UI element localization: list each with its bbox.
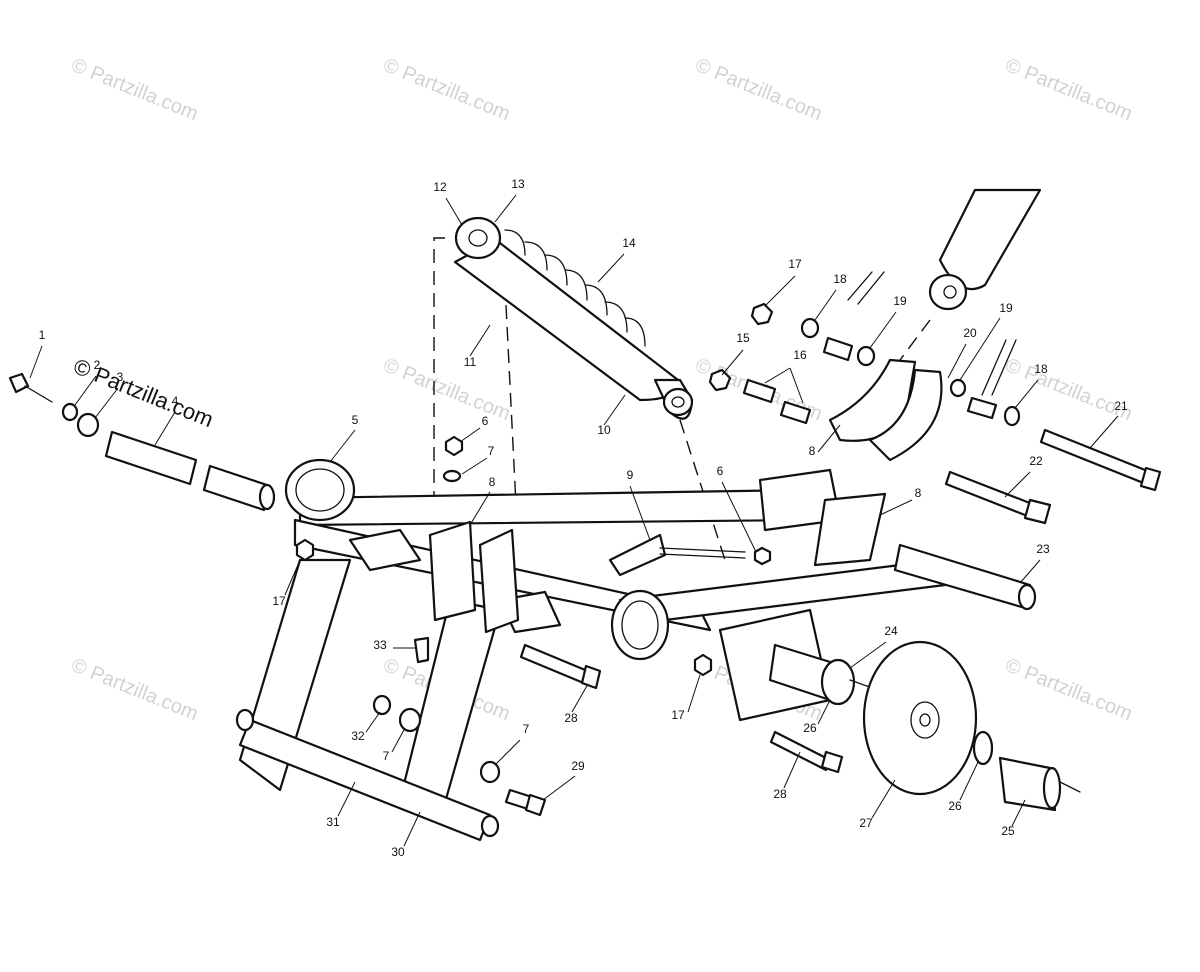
callout-label-18: 18 bbox=[833, 272, 847, 286]
callout-label-26: 26 bbox=[948, 799, 962, 813]
eyebolt bbox=[608, 533, 746, 577]
callout-label-25: 25 bbox=[1001, 824, 1015, 838]
callout-label-21: 21 bbox=[1114, 399, 1128, 413]
front-arms bbox=[235, 558, 502, 842]
callout-label-10: 10 bbox=[597, 423, 611, 437]
watermark-text: © Partzilla.com bbox=[1002, 354, 1135, 425]
callout-label-17: 17 bbox=[788, 257, 802, 271]
callout-label-19: 19 bbox=[893, 294, 907, 308]
crossbar-tube bbox=[893, 543, 1037, 611]
watermark-text: © Partzilla.com bbox=[1002, 654, 1135, 725]
callout-label-6: 6 bbox=[717, 464, 724, 478]
callout-label-22: 22 bbox=[1029, 454, 1043, 468]
callout-label-7: 7 bbox=[523, 722, 530, 736]
callout-label-14: 14 bbox=[622, 236, 636, 250]
callout-label-7: 7 bbox=[488, 444, 495, 458]
callout-label-15: 15 bbox=[736, 331, 750, 345]
callout-label-9: 9 bbox=[627, 468, 634, 482]
bushings-and-nuts bbox=[708, 302, 1021, 427]
callout-label-2: 2 bbox=[94, 358, 101, 372]
callout-label-6: 6 bbox=[482, 414, 489, 428]
callout-label-12: 12 bbox=[433, 180, 447, 194]
callout-label-7: 7 bbox=[383, 749, 390, 763]
upper-brackets bbox=[828, 358, 943, 462]
callout-label-1: 1 bbox=[39, 328, 46, 342]
callout-label-11: 11 bbox=[464, 355, 477, 369]
callout-label-3: 3 bbox=[117, 370, 124, 384]
watermark-text: © Partzilla.com bbox=[380, 354, 513, 425]
small-hardware bbox=[295, 435, 772, 817]
callout-label-23: 23 bbox=[1036, 542, 1050, 556]
watermark-layer: © Partzilla.com © Partzilla.com © Partzi… bbox=[68, 54, 1135, 725]
shock-absorber bbox=[453, 216, 694, 420]
watermark-text: © Partzilla.com bbox=[692, 54, 825, 125]
callout-label-8: 8 bbox=[809, 444, 816, 458]
callout-label-18: 18 bbox=[1034, 362, 1048, 376]
callout-label-17: 17 bbox=[272, 594, 286, 608]
callout-label-28: 28 bbox=[773, 787, 787, 801]
watermark-text: © Partzilla.com bbox=[68, 654, 201, 725]
watermark-text: © Partzilla.com bbox=[380, 54, 513, 125]
left-axle-hardware bbox=[8, 372, 276, 512]
callout-label-27: 27 bbox=[859, 816, 873, 830]
callout-label-5: 5 bbox=[352, 413, 359, 427]
watermark-text: © Partzilla.com bbox=[68, 54, 201, 125]
callout-label-26: 26 bbox=[803, 721, 817, 735]
callout-label-30: 30 bbox=[391, 845, 405, 859]
callout-label-32: 32 bbox=[351, 729, 365, 743]
long-bolts bbox=[944, 428, 1162, 525]
callout-label-28: 28 bbox=[564, 711, 578, 725]
callout-label-20: 20 bbox=[963, 326, 977, 340]
callout-label-24: 24 bbox=[884, 624, 898, 638]
callout-label-33: 33 bbox=[373, 638, 387, 652]
callout-label-8: 8 bbox=[915, 486, 922, 500]
callout-label-4: 4 bbox=[172, 394, 179, 408]
callout-label-19: 19 bbox=[999, 301, 1013, 315]
watermark-text: © Partzilla.com bbox=[1002, 54, 1135, 125]
leader-lines bbox=[29, 194, 1119, 847]
upper-shock-end bbox=[928, 188, 1042, 311]
mount-brackets bbox=[348, 492, 887, 634]
callout-label-17: 17 bbox=[671, 708, 685, 722]
rear-idler-assembly bbox=[519, 608, 1081, 812]
callout-label-13: 13 bbox=[511, 177, 525, 191]
callout-label-8: 8 bbox=[489, 475, 496, 489]
callout-label-29: 29 bbox=[571, 759, 585, 773]
callout-label-31: 31 bbox=[326, 815, 340, 829]
assembly-guide-lines bbox=[433, 237, 1017, 561]
callout-label-16: 16 bbox=[793, 348, 807, 362]
